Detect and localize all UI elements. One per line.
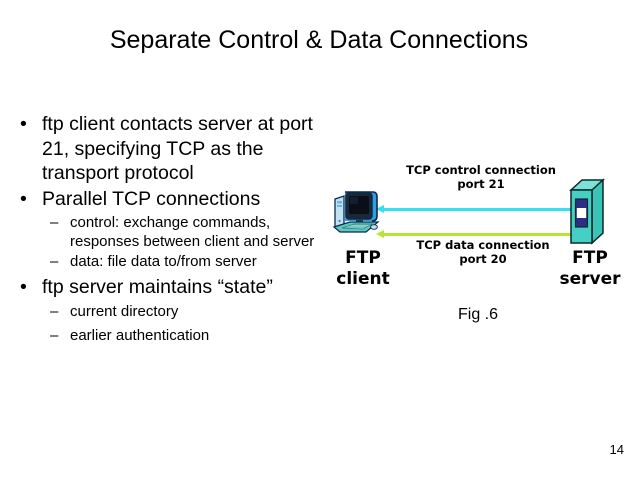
list-item: – earlier authentication <box>14 326 324 345</box>
ftp-client-label-line1: FTP <box>345 248 381 268</box>
bullet-marker: • <box>20 187 27 210</box>
data-connection-label-line2: port 20 <box>459 252 507 266</box>
ftp-client-label-line2: client <box>336 269 390 289</box>
data-connection-label-line1: TCP data connection <box>416 238 550 252</box>
bullet-marker: • <box>20 113 27 135</box>
list-item: • ftp client contacts server at port 21,… <box>14 112 324 186</box>
page-title: Separate Control & Data Connections <box>109 26 529 54</box>
ftp-server-label-line1: FTP <box>572 248 608 268</box>
page-number: 14 <box>609 442 624 457</box>
list-item: – current directory <box>14 302 324 321</box>
list-item-text: earlier authentication <box>70 326 210 344</box>
control-connection-label-line1: TCP control connection <box>406 163 556 177</box>
bullet-marker: – <box>50 302 59 320</box>
arrow-shaft <box>382 208 587 211</box>
desktop-computer-icon <box>332 188 380 238</box>
list-item-text: data: file data to/from server <box>70 253 257 270</box>
ftp-connection-diagram: TCP control connection port 21 TCP data … <box>330 160 630 340</box>
bullet-marker: • <box>20 276 27 298</box>
arrow-shaft <box>382 233 587 236</box>
control-connection-label: TCP control connection port 21 <box>390 163 572 191</box>
list-item-text: Parallel TCP connections <box>42 187 261 210</box>
ftp-server-label-line2: server <box>559 269 621 289</box>
figure-caption: Fig .6 <box>457 306 498 323</box>
control-connection-arrow <box>376 205 593 214</box>
sub-list: – current directory – earlier authentica… <box>14 302 324 345</box>
bullet-marker: – <box>50 326 59 344</box>
server-icon <box>568 178 608 248</box>
list-item: • ftp server maintains “state” <box>14 275 324 300</box>
list-item: – data: file data to/from server <box>14 252 324 271</box>
list-item-text: current directory <box>70 302 179 320</box>
list-item-text: ftp client contacts server at port 21, s… <box>42 113 313 184</box>
bullet-marker: – <box>50 214 59 231</box>
arrow-head-left-icon <box>376 230 384 238</box>
control-connection-label-line2: port 21 <box>457 177 505 191</box>
ftp-server-label: FTP server <box>552 248 628 290</box>
data-connection-label: TCP data connection port 20 <box>392 238 574 266</box>
bullet-list: • ftp client contacts server at port 21,… <box>14 112 324 345</box>
sub-list: – control: exchange commands, responses … <box>14 213 324 271</box>
arrow-head-left-icon <box>376 205 384 213</box>
list-item: – control: exchange commands, responses … <box>14 213 324 251</box>
bullet-marker: – <box>50 253 59 270</box>
list-item-text: ftp server maintains “state” <box>42 276 273 298</box>
list-item: • Parallel TCP connections <box>14 187 324 212</box>
ftp-client-label: FTP client <box>328 248 398 290</box>
list-item-text: control: exchange commands, responses be… <box>70 214 315 250</box>
